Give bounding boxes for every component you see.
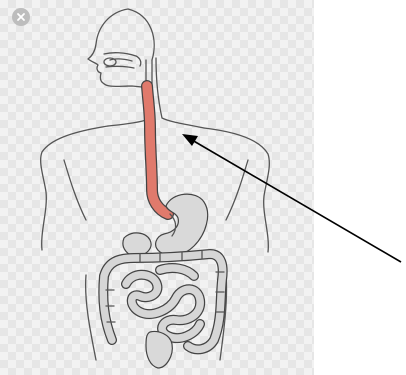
arrowhead-icon	[182, 134, 198, 146]
pointer-arrow	[192, 140, 401, 262]
